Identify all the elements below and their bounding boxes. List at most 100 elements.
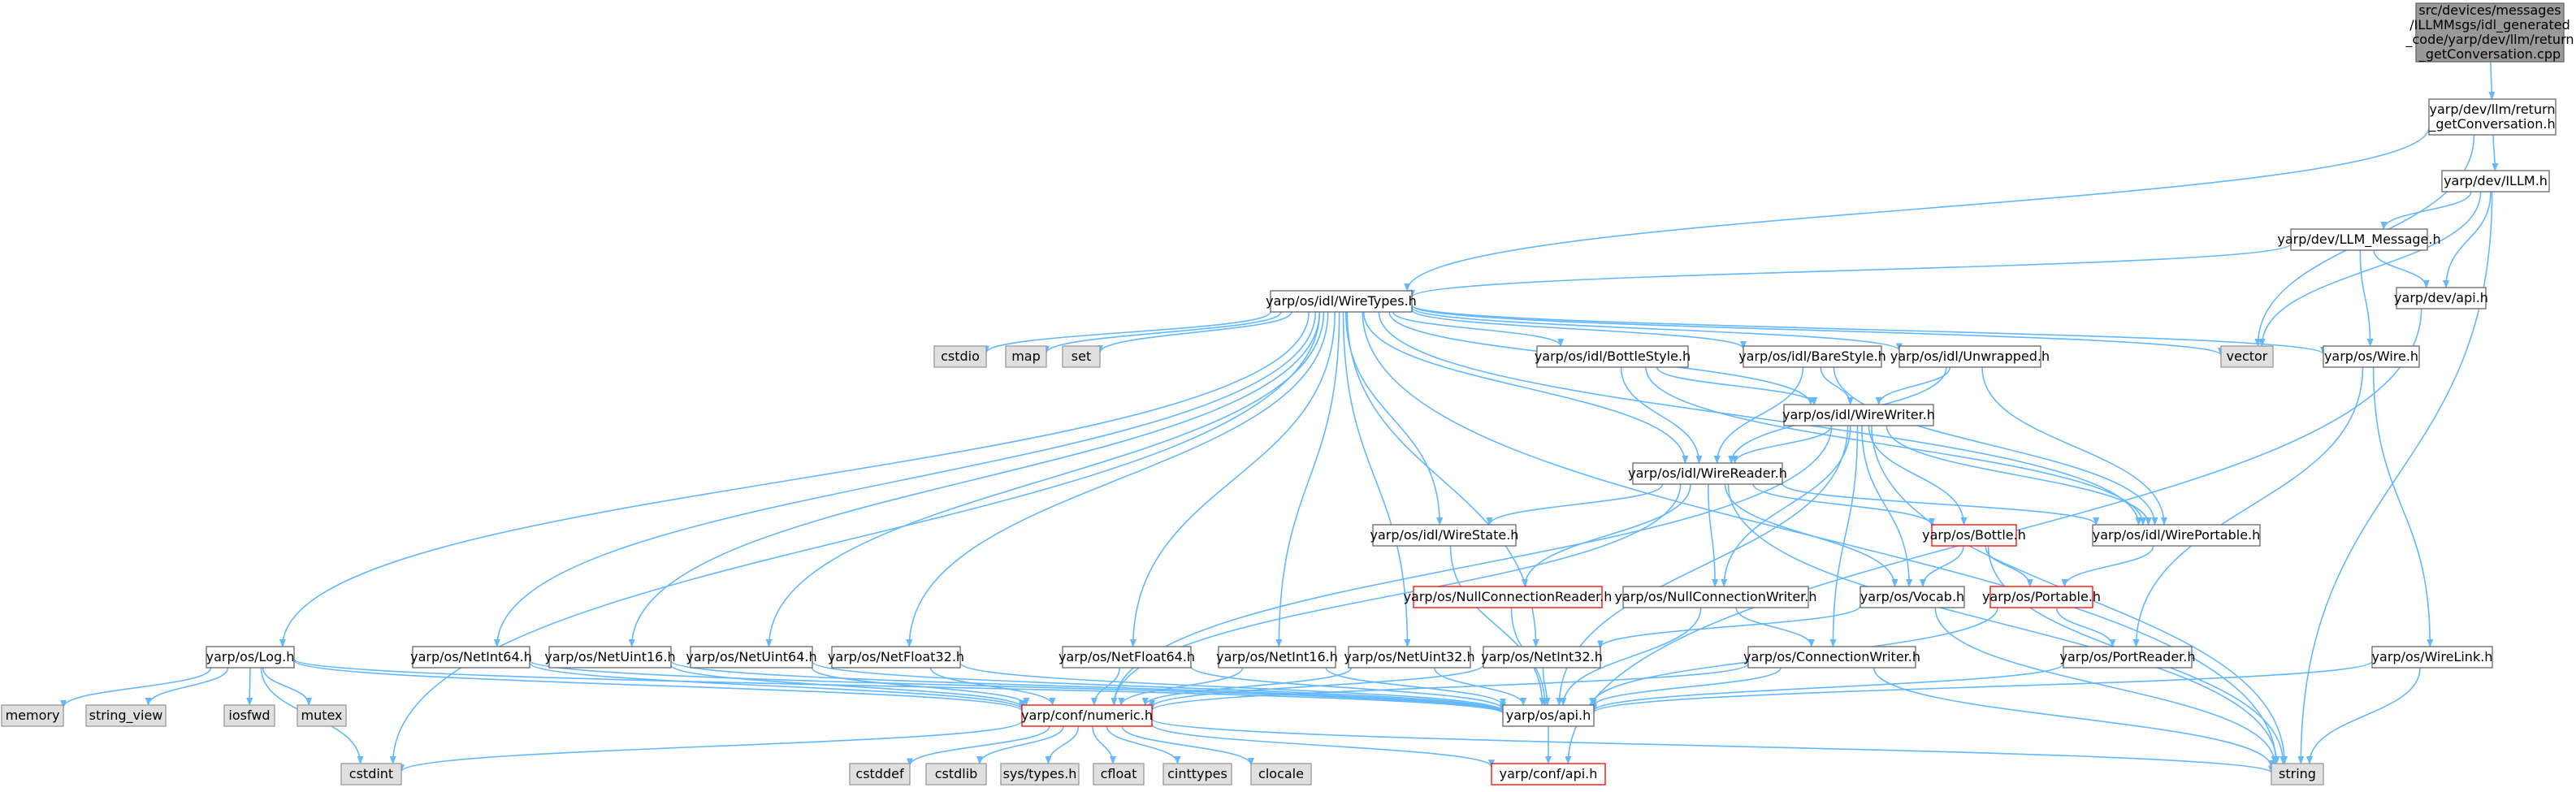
edge-log-to-numeric <box>293 660 1025 712</box>
node-box <box>690 646 813 669</box>
node-netfloat32[interactable]: yarp/os/NetFloat32.h <box>828 646 964 669</box>
node-bottle[interactable]: yarp/os/Bottle.h <box>1922 524 2026 547</box>
node-nullwriter[interactable]: yarp/os/NullConnectionWriter.h <box>1614 586 1817 608</box>
node-llmmsg[interactable]: yarp/dev/LLM_Message.h <box>2277 228 2441 251</box>
edge-wirewriter-to-wireportable <box>1885 425 2152 526</box>
node-wirelink[interactable]: yarp/os/WireLink.h <box>2371 646 2493 669</box>
node-vocab[interactable]: yarp/os/Vocab.h <box>1859 586 1965 608</box>
edge-wirereader-to-string <box>1727 483 2280 764</box>
edge-wiretypes-to-netint16 <box>1275 311 1340 647</box>
edge-llmmsg-to-devapi <box>2373 249 2430 288</box>
node-label: src/devices/messages <box>2418 2 2561 18</box>
edge-numeric-to-cinttypes <box>1106 725 1181 764</box>
edge-wiretypes-to-netuint16 <box>628 311 1321 647</box>
node-label: map <box>1011 348 1041 364</box>
node-label: yarp/os/NetUint16.h <box>544 649 675 664</box>
node-box <box>1005 345 1047 368</box>
node-cinttypes: cinttypes <box>1162 763 1232 786</box>
edge-vocab-to-netint32 <box>1597 605 1861 649</box>
node-netuint16[interactable]: yarp/os/NetUint16.h <box>544 646 676 669</box>
node-root[interactable]: src/devices/messages/ILLMMsgs/idl_genera… <box>2405 2 2574 63</box>
node-label: _code/yarp/dev/llm/return <box>2405 32 2574 48</box>
edge-netfloat64-to-numeric <box>1090 667 1120 706</box>
node-string: string <box>2271 763 2324 786</box>
edge-netuint32-to-numeric <box>1141 667 1353 706</box>
node-confapi[interactable]: yarp/conf/api.h <box>1491 763 1606 786</box>
node-netuint64[interactable]: yarp/os/NetUint64.h <box>686 646 817 669</box>
node-netint16[interactable]: yarp/os/NetInt16.h <box>1216 646 1338 669</box>
edge-root-to-rgc <box>2488 61 2496 100</box>
node-label: cstddef <box>855 766 904 781</box>
edge-wiretypes-to-bottlestyle <box>1392 311 1565 347</box>
edge-llmmsg-to-wire <box>2359 249 2374 347</box>
edge-wiretypes-to-cstdio <box>983 311 1271 354</box>
node-box <box>1021 704 1153 727</box>
edge-log-to-mutex <box>262 667 313 706</box>
node-netint32[interactable]: yarp/os/NetInt32.h <box>1481 646 1603 669</box>
edge-netfloat32-to-osapi <box>959 662 1506 712</box>
node-osapi[interactable]: yarp/os/api.h <box>1502 704 1595 727</box>
edge-wiretypes-to-map <box>1043 311 1282 354</box>
edge-illm-to-string <box>2297 191 2493 764</box>
node-netfloat64[interactable]: yarp/os/NetFloat64.h <box>1059 646 1195 669</box>
node-box <box>1622 586 1809 608</box>
edge-wirewriter-to-wirereader <box>1731 425 1833 464</box>
node-label: sys/types.h <box>1003 766 1077 781</box>
node-box <box>2092 524 2261 547</box>
edge-wiretypes-to-netfloat64 <box>1129 311 1336 647</box>
node-wirestate[interactable]: yarp/os/idl/WireState.h <box>1370 524 1519 547</box>
node-memory: memory <box>1 704 64 727</box>
node-rgc[interactable]: yarp/dev/llm/return_getConversation.h <box>2428 98 2557 136</box>
node-label: set <box>1072 348 1091 364</box>
node-label: clocale <box>1258 766 1304 781</box>
node-netint64[interactable]: yarp/os/NetInt64.h <box>410 646 532 669</box>
edge-wirereader-to-bottle <box>1752 483 1935 526</box>
dependency-edges <box>60 61 2499 774</box>
node-label: /ILLMMsgs/idl_generated <box>2409 17 2570 33</box>
node-bottlestyle[interactable]: yarp/os/idl/BottleStyle.h <box>1535 345 1691 368</box>
edge-netfloat32-to-numeric <box>929 667 1056 706</box>
node-wirereader[interactable]: yarp/os/idl/WireReader.h <box>1628 462 1787 485</box>
edge-bottle-to-vocab <box>1920 545 1964 587</box>
node-wire[interactable]: yarp/os/Wire.h <box>2323 345 2420 368</box>
node-illm[interactable]: yarp/dev/ILLM.h <box>2441 170 2550 193</box>
edge-bottlestyle-to-wireportable <box>1645 366 2146 526</box>
edge-wireportable-to-portable <box>2061 545 2154 587</box>
node-box <box>1491 763 1606 786</box>
edge-wiretypes-to-cstdint <box>389 311 1321 764</box>
node-iosfwd: iosfwd <box>223 704 275 727</box>
node-log[interactable]: yarp/os/Log.h <box>206 646 295 669</box>
edge-nullwriter-to-osapi <box>1560 607 1702 706</box>
node-wiretypes[interactable]: yarp/os/idl/WireTypes.h <box>1266 290 1417 313</box>
node-unwrapped[interactable]: yarp/os/idl/Unwrapped.h <box>1890 345 2050 368</box>
node-netuint32[interactable]: yarp/os/NetUint32.h <box>1344 646 1475 669</box>
edge-portable-to-portreader <box>2055 607 2116 647</box>
edge-wiretypes-to-log <box>279 311 1310 647</box>
node-wirewriter[interactable]: yarp/os/idl/WireWriter.h <box>1782 404 1935 426</box>
node-devapi[interactable]: yarp/dev/api.h <box>2394 287 2488 309</box>
node-label: yarp/dev/llm/return <box>2429 102 2555 117</box>
node-wireportable[interactable]: yarp/os/idl/WirePortable.h <box>2092 524 2261 547</box>
edge-connwriter-to-string <box>1872 667 2275 768</box>
node-numeric[interactable]: yarp/conf/numeric.h <box>1021 704 1153 727</box>
node-box <box>1783 404 1934 426</box>
node-box <box>2415 2 2565 63</box>
node-label: yarp/os/WireLink.h <box>2372 649 2493 664</box>
edge-wiretypes-to-unwrapped <box>1411 306 1903 352</box>
node-label: yarp/os/NetFloat32.h <box>828 649 964 664</box>
edge-illm-to-vector <box>2258 191 2482 347</box>
edge-wirewriter-to-nullwriter <box>1721 425 1851 587</box>
edge-numeric-to-cstdint <box>398 720 1023 773</box>
node-barestyle[interactable]: yarp/os/idl/BareStyle.h <box>1738 345 1886 368</box>
node-box <box>1931 524 2017 547</box>
node-connwriter[interactable]: yarp/os/ConnectionWriter.h <box>1743 646 1920 669</box>
node-label: cstdlib <box>935 766 978 781</box>
node-box <box>831 646 961 669</box>
node-nullreader[interactable]: yarp/os/NullConnectionReader.h <box>1404 586 1613 608</box>
node-portreader[interactable]: yarp/os/PortReader.h <box>2059 646 2196 669</box>
node-systypes: sys/types.h <box>1000 763 1080 786</box>
node-box <box>1000 763 1080 786</box>
node-portable[interactable]: yarp/os/Portable.h <box>1982 586 2101 608</box>
